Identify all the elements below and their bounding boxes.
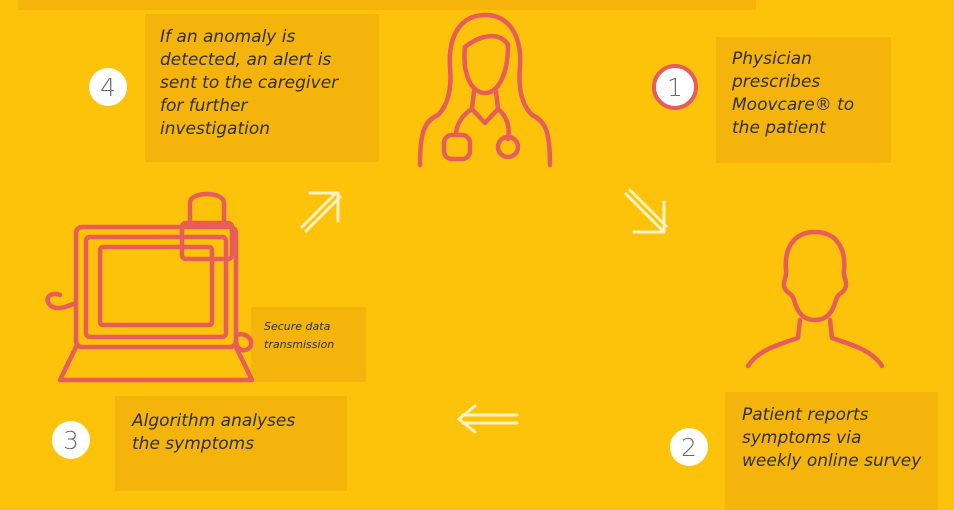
patient-icon <box>745 229 885 369</box>
arrow-up-right-icon <box>300 191 342 233</box>
step-4-badge: 4 <box>89 68 127 106</box>
step-4-text: If an anomaly is detected, an alert is s… <box>160 27 339 139</box>
physician-icon <box>417 12 553 168</box>
top-banner-strip <box>18 0 756 10</box>
step-1-text: Physician prescribes Moovcare® to the pa… <box>732 49 855 138</box>
step-2-box <box>725 392 938 510</box>
transmission-label: Secure data transmission <box>264 320 335 351</box>
step-1-box <box>716 37 891 163</box>
step-3-box <box>115 396 347 491</box>
transmission-box <box>251 307 366 382</box>
laptop-lock-icon <box>45 191 255 383</box>
step-2-badge: 2 <box>670 428 708 466</box>
step-2-text: Patient reports symptoms via weekly onli… <box>742 405 922 471</box>
arrow-left-icon <box>457 404 519 434</box>
step-3-text: Algorithm analyses the symptoms <box>132 411 296 454</box>
step-1-badge: 1 <box>652 64 698 110</box>
step-4-box <box>145 14 379 162</box>
arrow-down-right-icon <box>624 188 668 234</box>
step-3-badge: 3 <box>52 421 90 459</box>
